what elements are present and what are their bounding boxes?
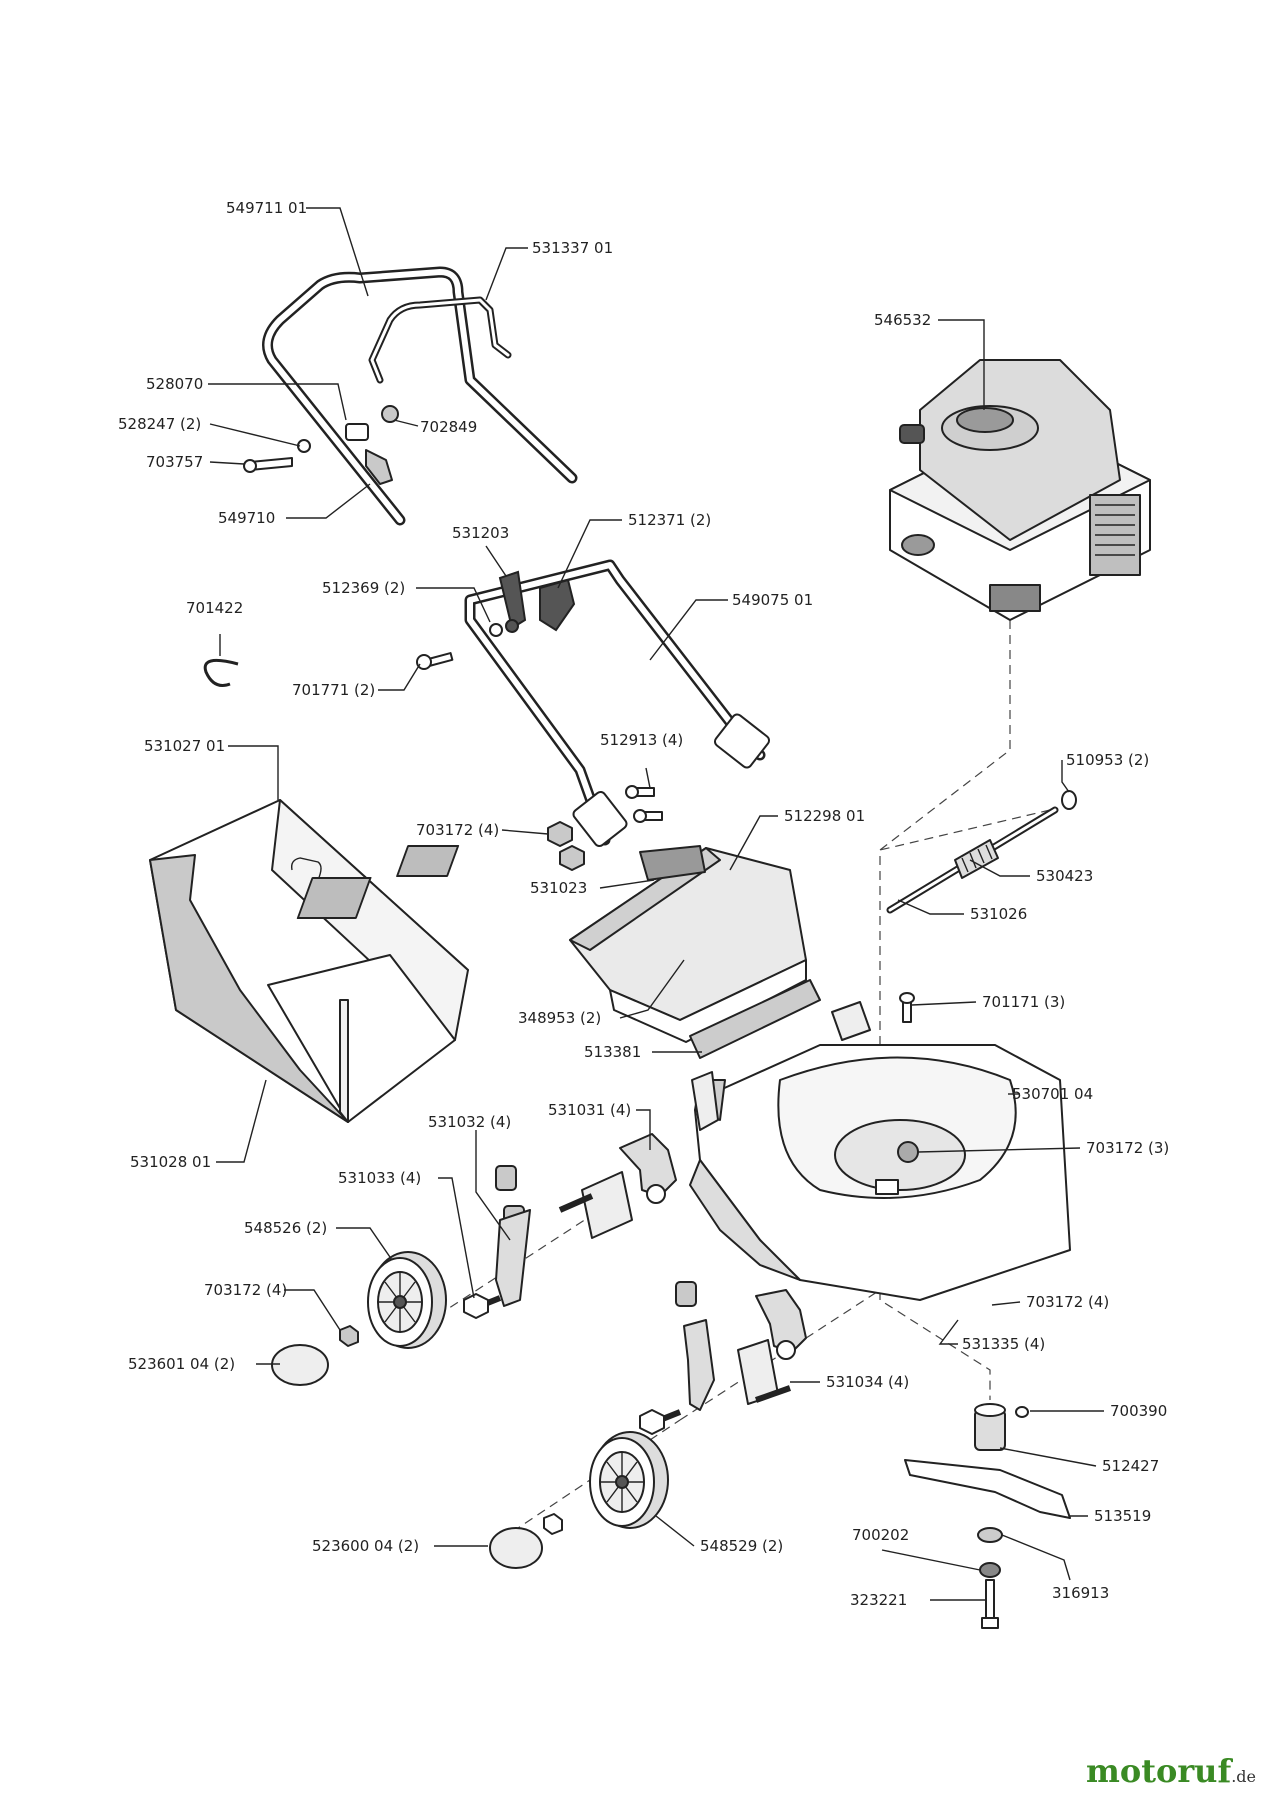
label-528247: 528247 (2) bbox=[118, 415, 201, 433]
label-703172-c: 703172 (4) bbox=[204, 1281, 287, 1299]
label-703172-b: 703172 (3) bbox=[1086, 1139, 1169, 1157]
label-531034: 531034 (4) bbox=[826, 1373, 909, 1391]
label-701171: 701171 (3) bbox=[982, 993, 1065, 1011]
label-531026: 531026 bbox=[970, 905, 1027, 923]
label-512369: 512369 (2) bbox=[322, 579, 405, 597]
label-531033: 531033 (4) bbox=[338, 1169, 421, 1187]
label-531031: 531031 (4) bbox=[548, 1101, 631, 1119]
leader-lines bbox=[208, 207, 1104, 1601]
label-528070: 528070 bbox=[146, 375, 203, 393]
label-523600: 523600 04 (2) bbox=[312, 1537, 419, 1555]
logo-suffix: .de bbox=[1231, 1767, 1256, 1786]
part-labels: 549711 01 531337 01 546532 528070 528247… bbox=[118, 199, 1169, 1609]
ejector-flap bbox=[296, 845, 821, 1059]
rear-axle bbox=[886, 790, 1077, 914]
label-530423: 530423 bbox=[1036, 867, 1093, 885]
rear-wheel-assembly bbox=[271, 1133, 677, 1386]
label-531337: 531337 01 bbox=[532, 239, 613, 257]
label-549075: 549075 01 bbox=[732, 591, 813, 609]
label-348953: 348953 (2) bbox=[518, 1009, 601, 1027]
label-549711: 549711 01 bbox=[226, 199, 307, 217]
blade-assembly bbox=[904, 1403, 1071, 1629]
label-316913: 316913 bbox=[1052, 1584, 1109, 1602]
grass-bag bbox=[149, 799, 469, 1123]
control-bar bbox=[368, 296, 512, 384]
label-531335: 531335 (4) bbox=[962, 1335, 1045, 1353]
label-531023: 531023 bbox=[530, 879, 587, 897]
label-548526: 548526 (2) bbox=[244, 1219, 327, 1237]
label-701422: 701422 bbox=[186, 599, 243, 617]
label-548529: 548529 (2) bbox=[700, 1537, 783, 1555]
label-512371: 512371 (2) bbox=[628, 511, 711, 529]
label-700202: 700202 bbox=[852, 1526, 909, 1544]
engine bbox=[889, 359, 1151, 621]
label-531028: 531028 01 bbox=[130, 1153, 211, 1171]
label-512913: 512913 (4) bbox=[600, 731, 683, 749]
label-703172-d: 703172 (4) bbox=[1026, 1293, 1109, 1311]
label-546532: 546532 bbox=[874, 311, 931, 329]
logo-name: motoruf bbox=[1085, 1752, 1232, 1790]
label-702849: 702849 bbox=[420, 418, 477, 436]
label-701771: 701771 (2) bbox=[292, 681, 375, 699]
label-703757: 703757 bbox=[146, 453, 203, 471]
label-530701: 530701 04 bbox=[1012, 1085, 1093, 1103]
motoruf-logo: motoruf.de bbox=[1086, 1752, 1256, 1790]
mower-deck bbox=[689, 1001, 1071, 1301]
label-531032: 531032 (4) bbox=[428, 1113, 511, 1131]
handle-knob-and-lever bbox=[489, 570, 576, 637]
upper-handle bbox=[262, 266, 578, 526]
label-549710: 549710 bbox=[218, 509, 275, 527]
front-wheel-assembly bbox=[489, 1281, 807, 1569]
label-700390: 700390 bbox=[1110, 1402, 1167, 1420]
label-512298: 512298 01 bbox=[784, 807, 865, 825]
label-323221: 323221 bbox=[850, 1591, 907, 1609]
label-703172-a: 703172 (4) bbox=[416, 821, 499, 839]
lower-handle bbox=[464, 559, 771, 848]
deck-bolt bbox=[899, 992, 915, 1023]
label-512427: 512427 bbox=[1102, 1457, 1159, 1475]
small-fasteners-left bbox=[203, 652, 663, 871]
label-531203: 531203 bbox=[452, 524, 509, 542]
label-531027: 531027 01 bbox=[144, 737, 225, 755]
handle-hardware bbox=[243, 405, 399, 485]
label-510953: 510953 (2) bbox=[1066, 751, 1149, 769]
label-523601: 523601 04 (2) bbox=[128, 1355, 235, 1373]
label-513519: 513519 bbox=[1094, 1507, 1151, 1525]
label-513381: 513381 bbox=[584, 1043, 641, 1061]
